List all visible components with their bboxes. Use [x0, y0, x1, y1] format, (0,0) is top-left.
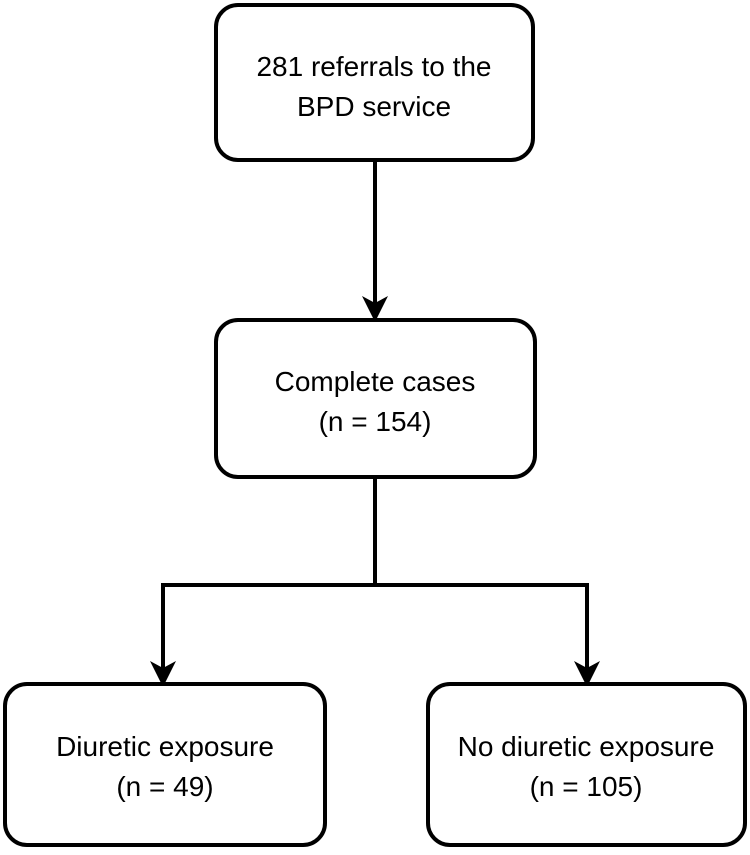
node-no-diuretic-exposure-box — [426, 682, 747, 847]
node-complete-cases-box — [214, 318, 537, 479]
edge-referrals-to-complete-cases — [362, 160, 388, 322]
edge-complete-cases-split — [150, 477, 600, 687]
node-complete-cases: Complete cases (n = 154) — [214, 318, 537, 479]
arrowhead-down-right — [574, 661, 600, 687]
arrowhead-down-top — [362, 296, 388, 322]
node-no-diuretic-exposure: No diuretic exposure (n = 105) — [426, 682, 747, 847]
arrowhead-down-left — [150, 661, 176, 687]
node-complete-cases-line2: (n = 154) — [319, 406, 432, 437]
node-diuretic-exposure-box — [3, 682, 327, 847]
node-diuretic-exposure-line1: Diuretic exposure — [56, 731, 274, 762]
node-referrals-line1: 281 referrals to the — [256, 51, 491, 82]
node-diuretic-exposure: Diuretic exposure (n = 49) — [3, 682, 327, 847]
node-diuretic-exposure-line2: (n = 49) — [116, 771, 213, 802]
node-complete-cases-line1: Complete cases — [275, 366, 476, 397]
node-referrals-line2: BPD service — [297, 91, 451, 122]
node-referrals: 281 referrals to the BPD service — [214, 3, 535, 162]
node-referrals-box — [214, 3, 535, 162]
node-no-diuretic-exposure-line1: No diuretic exposure — [458, 731, 715, 762]
node-no-diuretic-exposure-line2: (n = 105) — [530, 771, 643, 802]
